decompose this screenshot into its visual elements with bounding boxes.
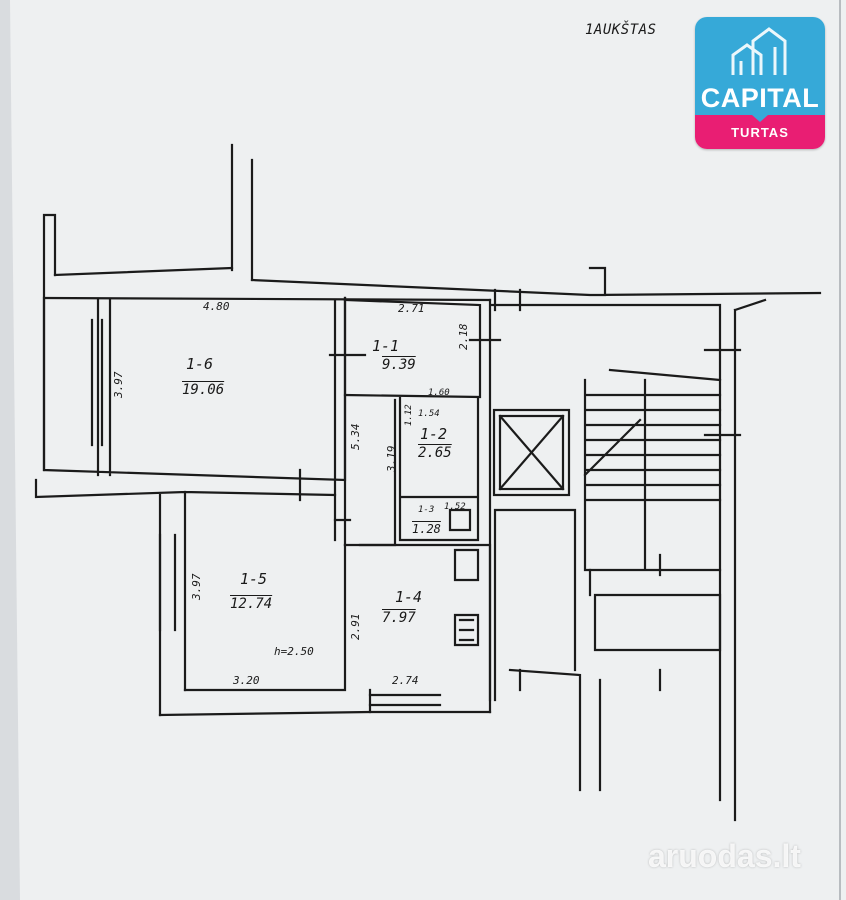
elevator-shaft — [492, 408, 571, 497]
room-area-1-1: 9.39 — [382, 357, 416, 373]
room-id-1-3: 1-3 — [418, 505, 435, 515]
dim-2-91: 2.91 — [349, 613, 362, 641]
fixtures — [448, 508, 480, 647]
dim-3-20: 3.20 — [233, 674, 260, 687]
dim-1-60: 1.60 — [428, 388, 450, 398]
room-id-1-4: 1-4 — [395, 588, 423, 606]
room-id-1-5: 1-5 — [240, 570, 268, 588]
stair-core — [488, 298, 767, 822]
floor-title: 1AUKŠTAS — [585, 22, 657, 38]
dim-3-19: 3.19 — [385, 445, 398, 473]
room-area-1-2: 2.65 — [418, 445, 452, 461]
aruodas-watermark: aruodas.lt — [648, 838, 801, 874]
capital-turtas-logo: CAPITAL TURTAS — [695, 17, 825, 149]
stairs — [583, 368, 722, 572]
dim-3-97-b: 3.97 — [190, 573, 203, 601]
room-id-1-2: 1-2 — [420, 425, 448, 443]
top-wall — [44, 266, 822, 302]
dim-3-97-a: 3.97 — [112, 371, 125, 399]
window-marks — [90, 318, 442, 707]
dim-1-52: 1.52 — [444, 502, 466, 512]
corridor-walls — [493, 508, 602, 792]
room-area-1-3: 1.28 — [412, 522, 441, 536]
logo-sub: TURTAS — [731, 125, 789, 140]
room-1-1-walls — [343, 298, 482, 399]
stair-landing — [588, 568, 722, 652]
room-area-1-4: 7.97 — [382, 610, 416, 626]
dim-1-54: 1.54 — [418, 409, 440, 419]
dim-2-18: 2.18 — [457, 323, 470, 351]
logo-brand: CAPITAL — [700, 83, 820, 113]
bathroom-walls — [393, 396, 480, 545]
dim-5-34: 5.34 — [349, 423, 362, 451]
room-area-1-6: 19.06 — [182, 382, 225, 398]
room-id-1-1: 1-1 — [372, 337, 400, 355]
dim-2-74: 2.74 — [392, 674, 419, 687]
chimney — [230, 143, 254, 282]
inner-wall-1 — [333, 296, 347, 547]
room-area-1-5: 12.74 — [230, 596, 273, 612]
dim-4-80: 4.80 — [203, 300, 230, 313]
tick-marks — [298, 288, 742, 692]
dim-1-12: 1.12 — [404, 404, 414, 426]
paper-sheet — [10, 0, 846, 900]
dim-2-71: 2.71 — [398, 302, 425, 315]
ceiling-height: h=2.50 — [274, 645, 314, 658]
room-id-1-6: 1-6 — [186, 355, 214, 373]
house-icon — [731, 27, 787, 75]
